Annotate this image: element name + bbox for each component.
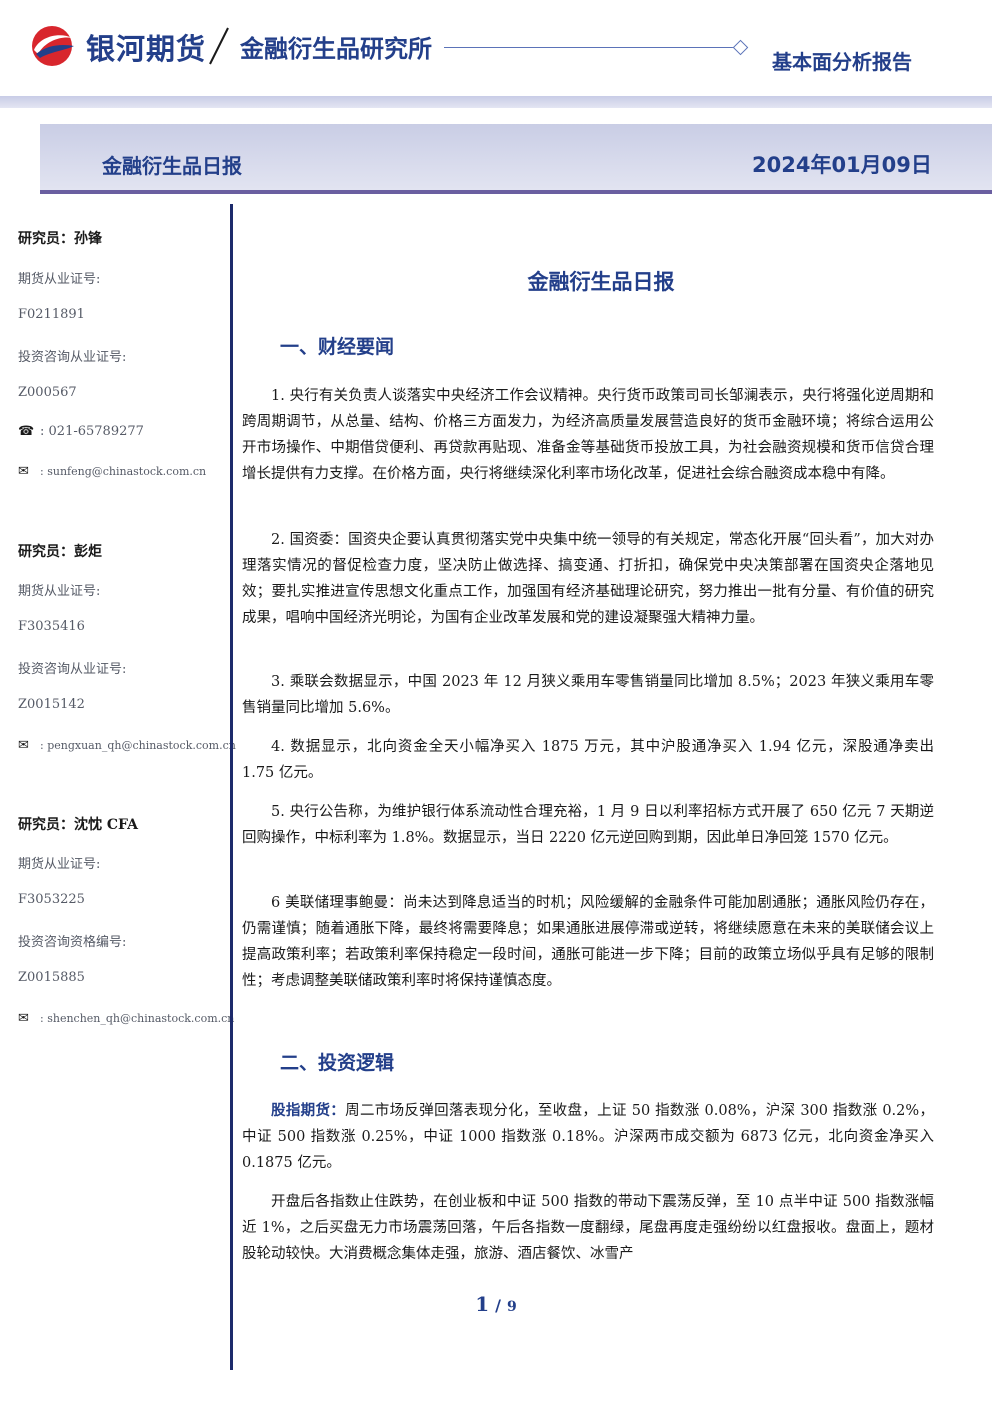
license-number: F3035416 bbox=[18, 619, 85, 634]
section-heading-news: 一、财经要闻 bbox=[280, 336, 395, 358]
email-address[interactable]: sunfeng@chinastock.com.cn bbox=[47, 465, 207, 478]
phone-row: ☎: 021-65789277 bbox=[18, 424, 144, 439]
researcher-name: 研究员：孙锋 bbox=[18, 231, 102, 247]
news-item: 3. 乘联会数据显示，中国 2023 年 12 月狭义乘用车零售销量同比增加 8… bbox=[242, 674, 934, 716]
page-header: 银河期货 金融衍生品研究所 基本面分析报告 bbox=[0, 0, 992, 112]
title-bar bbox=[40, 124, 992, 190]
consult-label: 投资咨询从业证号: bbox=[18, 350, 127, 365]
news-item: 4. 数据显示，北向资金全天小幅净买入 1875 万元，其中沪股通净买入 1.9… bbox=[242, 739, 934, 781]
phone-number: 021-65789277 bbox=[48, 424, 144, 439]
consult-number: Z0015885 bbox=[18, 970, 85, 985]
report-type: 基本面分析报告 bbox=[772, 50, 912, 74]
email-address[interactable]: shenchen_qh@chinastock.com.cn bbox=[47, 1012, 235, 1025]
logic-paragraph: 开盘后各指数止住跌势，在创业板和中证 500 指数的带动下震荡反弹，至 10 点… bbox=[242, 1194, 934, 1262]
email-row: ✉: shenchen_qh@chinastock.com.cn bbox=[18, 1011, 234, 1026]
news-item: 2. 国资委：国资央企要认真贯彻落实党中央集中统一领导的有关规定，常态化开展“回… bbox=[242, 532, 934, 626]
report-title: 金融衍生品日报 bbox=[102, 154, 242, 178]
diamond-icon bbox=[732, 39, 749, 56]
email-row: ✉: pengxuan_qh@chinastock.com.cn bbox=[18, 738, 236, 753]
license-label: 期货从业证号: bbox=[18, 272, 101, 287]
section-heading-logic: 二、投资逻辑 bbox=[280, 1052, 395, 1074]
header-band bbox=[0, 96, 992, 108]
email-colon: : bbox=[40, 465, 44, 478]
header-slash-divider bbox=[209, 27, 229, 65]
envelope-icon: ✉ bbox=[18, 464, 29, 479]
news-item: 5. 央行公告称，为维护银行体系流动性合理充裕，1 月 9 日以利率招标方式开展… bbox=[242, 804, 934, 846]
current-page: 1 bbox=[475, 1292, 490, 1316]
news-item: 1. 央行有关负责人谈落实中央经济工作会议精神。央行货币政策司司长邹澜表示，央行… bbox=[242, 388, 934, 482]
email-colon: : bbox=[40, 739, 44, 752]
email-address[interactable]: pengxuan_qh@chinastock.com.cn bbox=[47, 739, 236, 752]
title-bar-edge bbox=[40, 190, 992, 194]
researcher-name: 研究员：彭炬 bbox=[18, 544, 102, 560]
logic-lead: 股指期货： bbox=[271, 1102, 346, 1119]
envelope-icon: ✉ bbox=[18, 738, 29, 753]
license-label: 期货从业证号: bbox=[18, 857, 101, 872]
news-item: 6 美联储理事鲍曼：尚未达到降息适当的时机；风险缓解的金融条件可能加剧通胀；通胀… bbox=[242, 895, 934, 989]
email-colon: : bbox=[40, 1012, 44, 1025]
license-label: 期货从业证号: bbox=[18, 584, 101, 599]
sidebar-divider bbox=[230, 204, 233, 1370]
page-number: 1 / 9 bbox=[0, 1292, 992, 1316]
phone-text: : bbox=[40, 424, 45, 439]
galaxy-logo-icon bbox=[32, 26, 74, 66]
consult-number: Z000567 bbox=[18, 385, 77, 400]
envelope-icon: ✉ bbox=[18, 1011, 29, 1026]
institute-name: 金融衍生品研究所 bbox=[240, 35, 432, 63]
consult-number: Z0015142 bbox=[18, 697, 85, 712]
phone-icon: ☎ bbox=[18, 424, 35, 439]
license-number: F3053225 bbox=[18, 892, 85, 907]
report-date: 2024年01月09日 bbox=[752, 153, 932, 177]
consult-label: 投资咨询资格编号: bbox=[18, 935, 127, 950]
logic-paragraph: 股指期货：周二市场反弹回落表现分化，至收盘，上证 50 指数涨 0.08%，沪深… bbox=[242, 1098, 934, 1176]
researcher-name: 研究员：沈忱 CFA bbox=[18, 817, 138, 833]
email-row: ✉: sunfeng@chinastock.com.cn bbox=[18, 464, 206, 479]
main-title: 金融衍生品日报 bbox=[527, 270, 675, 294]
header-rule bbox=[444, 47, 734, 48]
total-pages: 9 bbox=[507, 1299, 517, 1315]
consult-label: 投资咨询从业证号: bbox=[18, 662, 127, 677]
page-separator: / bbox=[495, 1296, 501, 1315]
license-number: F0211891 bbox=[18, 307, 85, 322]
brand-name: 银河期货 bbox=[86, 32, 207, 66]
logic-text: 周二市场反弹回落表现分化，至收盘，上证 50 指数涨 0.08%，沪深 300 … bbox=[242, 1103, 934, 1171]
